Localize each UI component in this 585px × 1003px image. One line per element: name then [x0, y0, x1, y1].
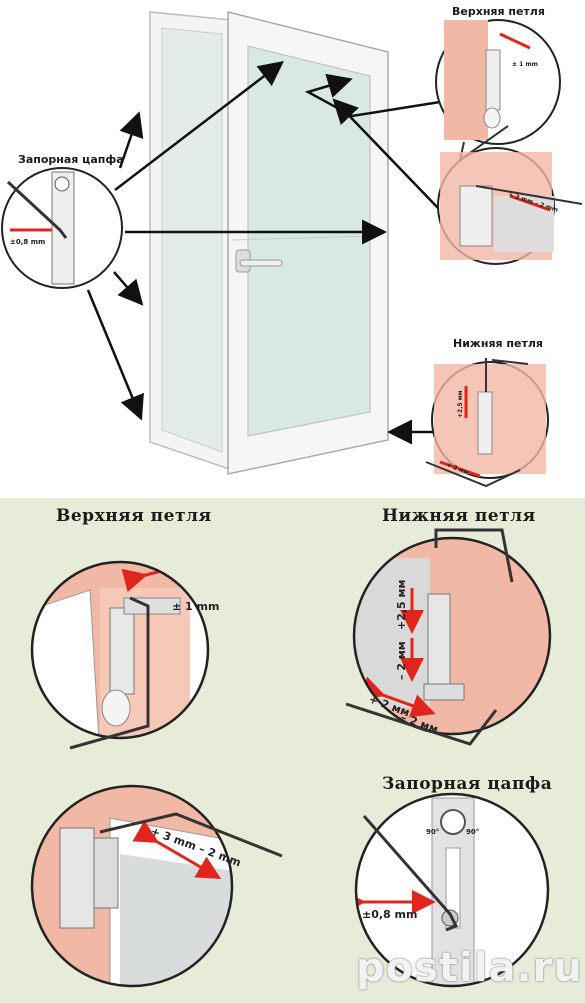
- label-upper-hinge-top: Верхняя петля: [452, 5, 545, 18]
- label-lower-hinge-top: Нижняя петля: [453, 337, 543, 350]
- lock-pin-detail: [354, 792, 550, 988]
- top-measure-text: ±0,8 mm ± 1 mm + 3 mm – 2 mm +2,5 мм + 2…: [10, 61, 559, 477]
- upper-tolerance-small: ± 1 mm: [512, 61, 538, 68]
- lower-hinge-detail: [345, 528, 552, 746]
- bottom-diagrams: ± 1 mm + 3 mm – 2 mm +2,5 мм – 2 мм + 2 …: [30, 528, 552, 988]
- lower-hinge-detail-small: [425, 358, 549, 488]
- window-glass: [247, 45, 371, 437]
- upper-hinge-detail-small: [435, 19, 561, 163]
- lock-pin-detail-small: [1, 167, 123, 289]
- window-illustration: [1, 11, 583, 488]
- upper-hinge-detail: [30, 560, 210, 750]
- label-lock-pin-top: Запорная цапфа: [18, 153, 124, 166]
- label-lower-hinge: Нижняя петля: [382, 506, 536, 526]
- upper-hinge-detail-2: [30, 784, 283, 988]
- deg-left: 90°: [426, 828, 439, 836]
- lower-vertical-plus: +2,5 мм: [395, 579, 408, 630]
- pin-tolerance: ±0,8 mm: [362, 908, 417, 921]
- watermark: postila.ru: [356, 945, 583, 991]
- top-panel: Верхняя петля Запорная цапфа Нижняя петл…: [0, 0, 585, 498]
- label-lock-pin: Запорная цапфа: [382, 774, 553, 794]
- lower-horizontal-small: + 2 мм: [445, 461, 469, 476]
- upper-tolerance: ± 1 mm: [172, 600, 219, 613]
- upper-range-small: + 3 mm – 2 mm: [507, 191, 558, 214]
- lower-vertical-small: +2,5 мм: [457, 390, 464, 418]
- deg-right: 90°: [466, 828, 479, 836]
- bottom-panel: ± 1 mm + 3 mm – 2 mm +2,5 мм – 2 мм + 2 …: [0, 498, 585, 1003]
- label-upper-hinge: Верхняя петля: [56, 506, 212, 526]
- lower-vertical-minus: – 2 мм: [395, 641, 408, 680]
- pin-tolerance-small: ±0,8 mm: [10, 238, 45, 246]
- upper-hinge-detail-small-2: [437, 147, 583, 265]
